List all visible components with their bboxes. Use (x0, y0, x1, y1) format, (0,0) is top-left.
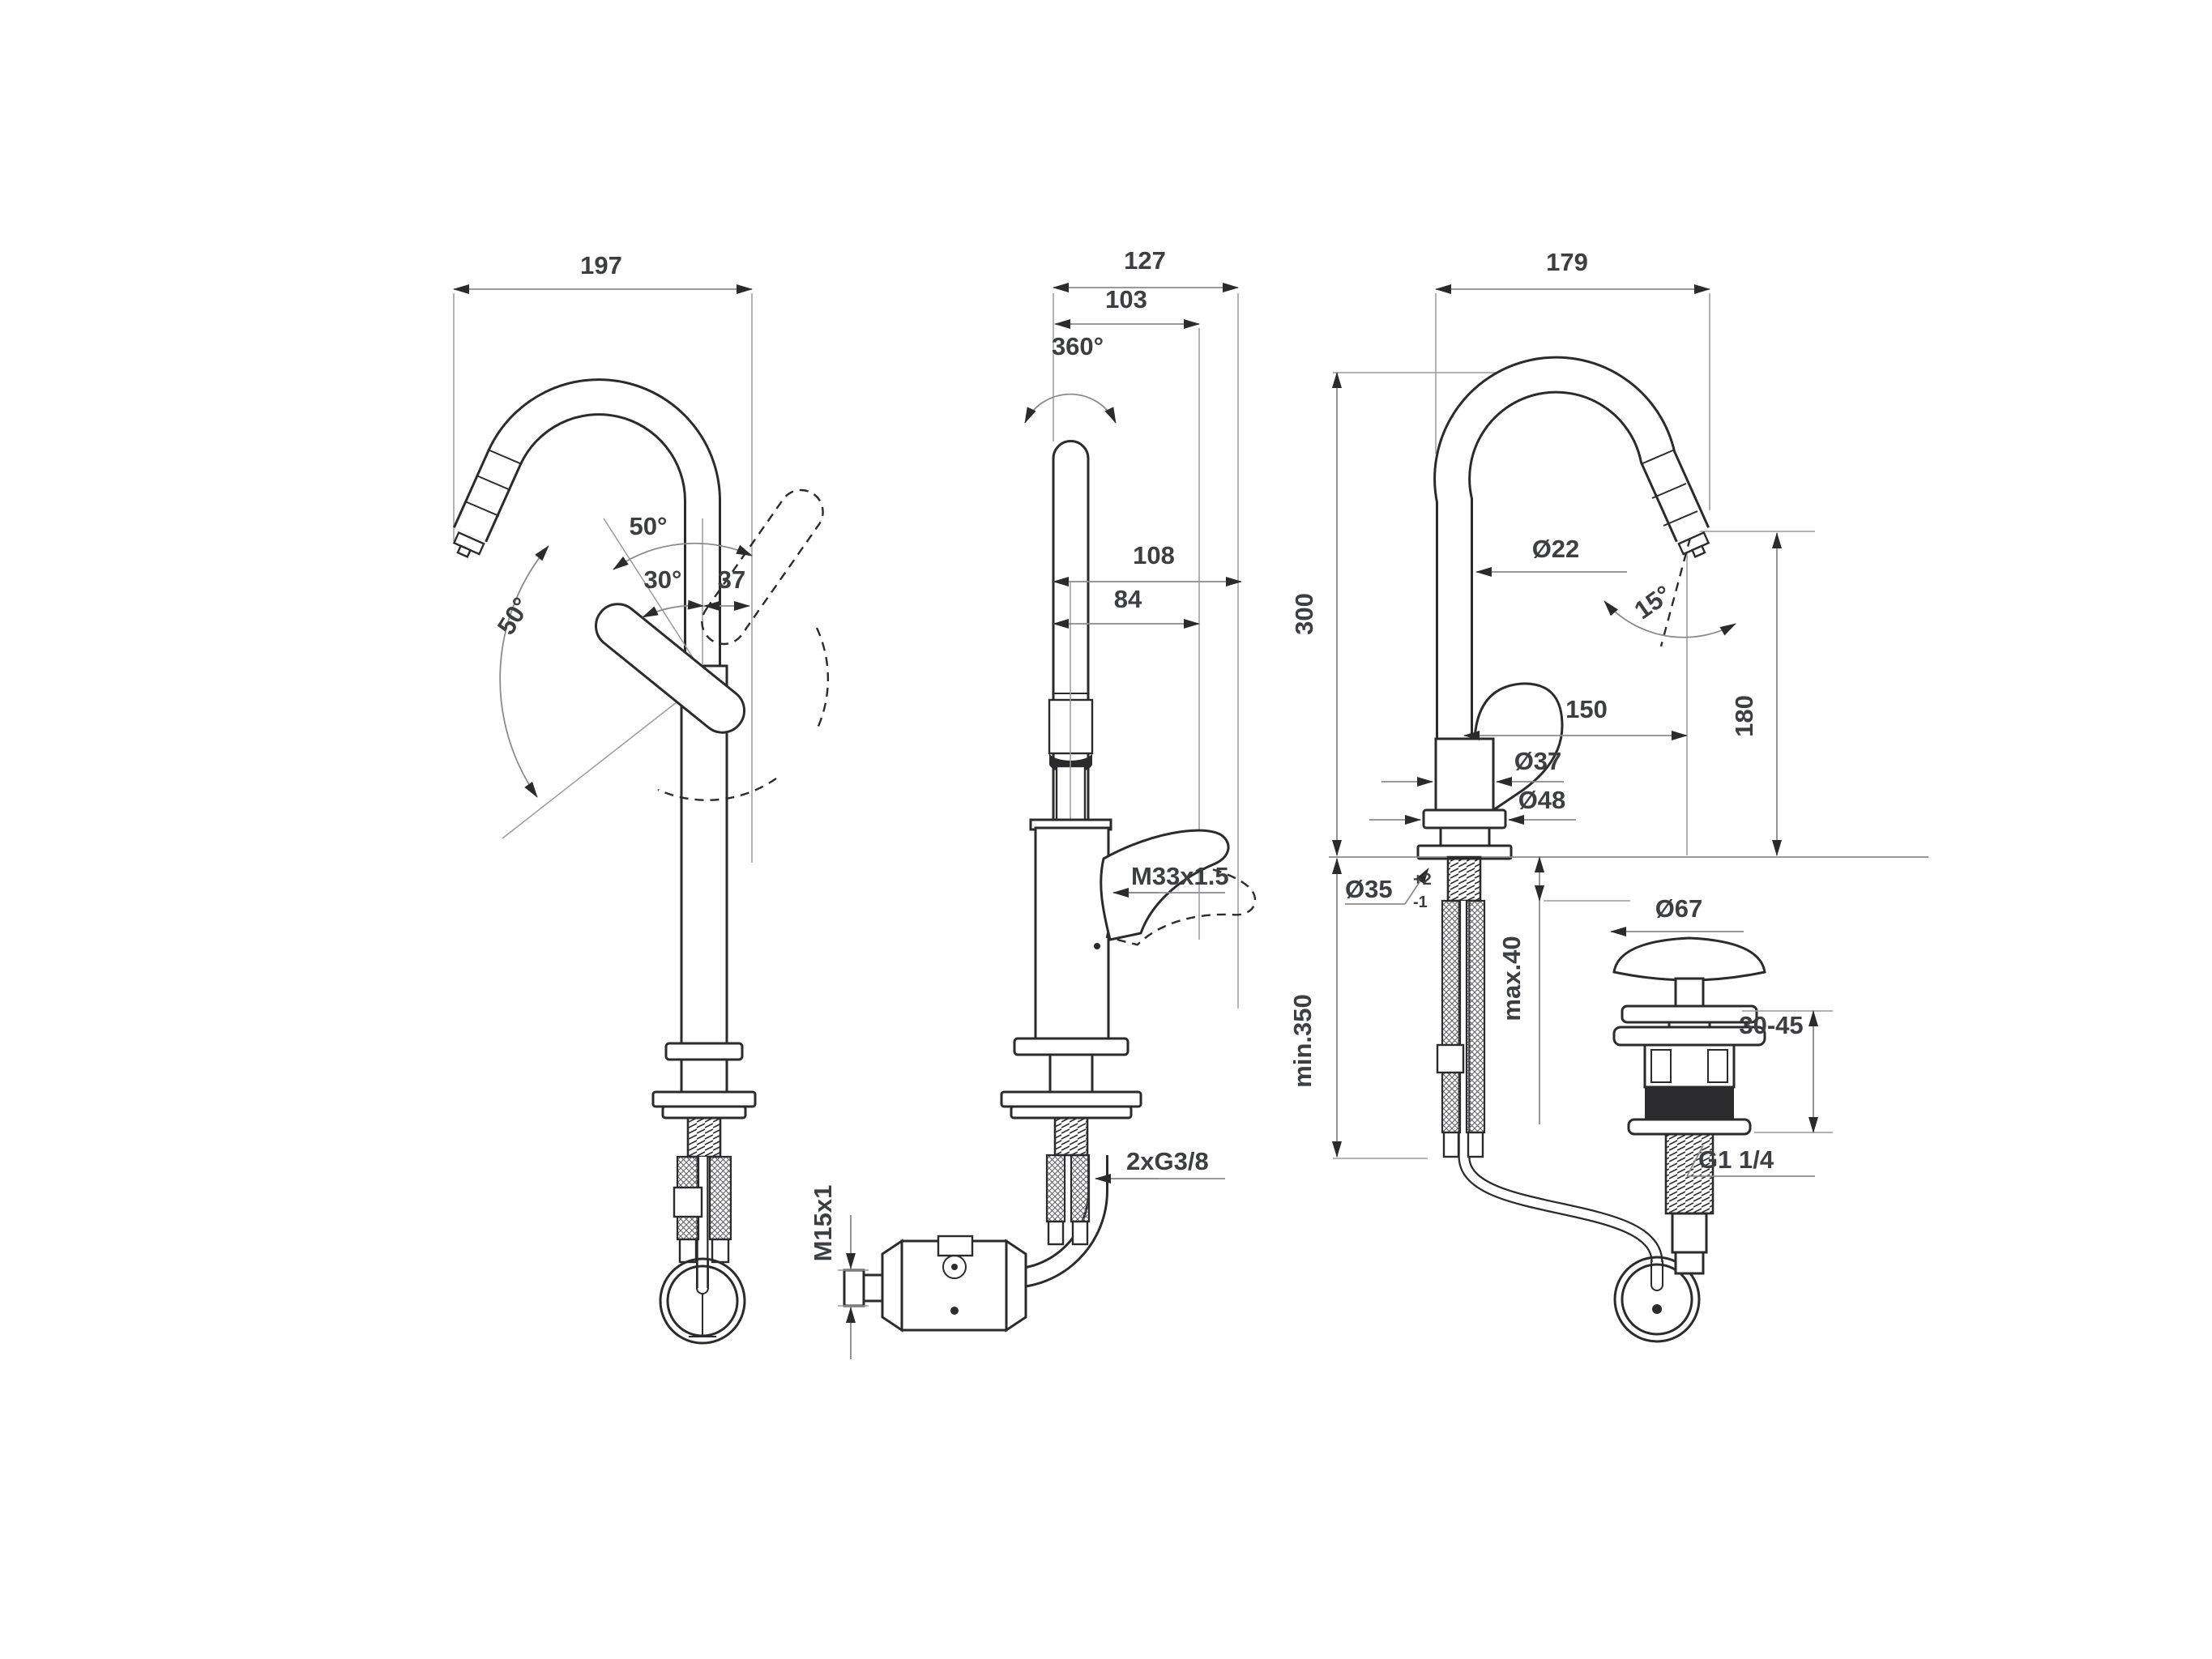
lever-handle-front (1100, 829, 1230, 941)
dim-50deg-top-arc (613, 542, 753, 570)
spout-outlet-right-icon (1677, 531, 1710, 558)
hex-nut-right (1436, 1043, 1465, 1074)
dim-label-84: 84 (1114, 585, 1142, 613)
dim-label-50deg-top: 50° (630, 512, 668, 540)
dim-label-o37: Ø37 (1514, 747, 1562, 775)
waste-cap-dome (1612, 936, 1766, 982)
outlet-stub (843, 1269, 865, 1307)
pop-up-waste: Ø67 30-45 G1 1/4 (1610, 894, 1833, 1275)
dim-15deg-arc (1603, 600, 1736, 638)
dim-label-30-45: 30-45 (1739, 1011, 1803, 1039)
gooseneck-spout (452, 378, 721, 669)
threaded-shank (686, 1116, 722, 1158)
waste-thread (1664, 1132, 1715, 1215)
dim-50deg-side-arc (499, 545, 549, 798)
waste-upper-body (1643, 1043, 1736, 1089)
dim-label-2xg38: 2xG3/8 (1126, 1147, 1209, 1175)
waste-seal-band (1645, 1087, 1734, 1120)
dim-label-197: 197 (580, 251, 622, 279)
dim-label-m15: M15x1 (809, 1185, 837, 1262)
right-view: 179 Ø22 15° 300 150 180 Ø37 Ø48 Ø35 +2 -… (1288, 248, 1928, 1343)
dim-label-min350: min.350 (1288, 994, 1317, 1087)
dim-label-g114: G1 1/4 (1698, 1145, 1774, 1174)
dim-label-max40: max.40 (1497, 936, 1526, 1021)
faucet-body-front (1029, 818, 1112, 1040)
dim-label-o35-tol-minus: -1 (1413, 893, 1428, 911)
dim-label-180: 180 (1730, 695, 1758, 737)
lever-handle (594, 603, 746, 734)
dim-label-360deg: 360° (1052, 332, 1104, 360)
dim-label-37: 37 (718, 565, 745, 594)
dim-label-179: 179 (1546, 248, 1588, 276)
dim-label-300: 300 (1290, 593, 1318, 635)
front-view: 127 103 360° 108 84 M33x1.5 2xG3/8 M15x1 (809, 246, 1257, 1359)
dim-label-o35-tol-plus: +2 (1413, 871, 1432, 889)
dim-label-150: 150 (1565, 695, 1608, 723)
dim-label-103: 103 (1105, 285, 1147, 313)
hose-weight-coil-right (1613, 1256, 1701, 1343)
gooseneck-spout-right (1433, 356, 1710, 742)
dim-label-127: 127 (1124, 246, 1166, 275)
dim-label-108: 108 (1133, 541, 1175, 569)
dim-label-o48: Ø48 (1518, 786, 1566, 814)
threaded-shank-right (1446, 855, 1482, 902)
lever-alt-position (1105, 859, 1257, 946)
hex-nut (673, 1186, 703, 1218)
left-view: 197 50° 30° 37 50° (452, 251, 829, 1345)
dim-label-o22: Ø22 (1532, 535, 1580, 563)
dim-label-m33: M33x1.5 (1131, 862, 1229, 890)
dim-label-30deg: 30° (644, 565, 682, 594)
dim-360deg-arc (1024, 393, 1117, 424)
spout-outlet-icon (452, 531, 485, 558)
faucet-body (651, 664, 757, 1158)
hose-weight-coil (659, 1257, 746, 1345)
dim-label-o67: Ø67 (1655, 894, 1703, 923)
dim-label-o35: Ø35 (1345, 875, 1393, 903)
check-valve-unit (843, 1235, 1027, 1333)
threaded-shank-front (1053, 1116, 1089, 1157)
dim-30deg-arc (642, 599, 704, 618)
